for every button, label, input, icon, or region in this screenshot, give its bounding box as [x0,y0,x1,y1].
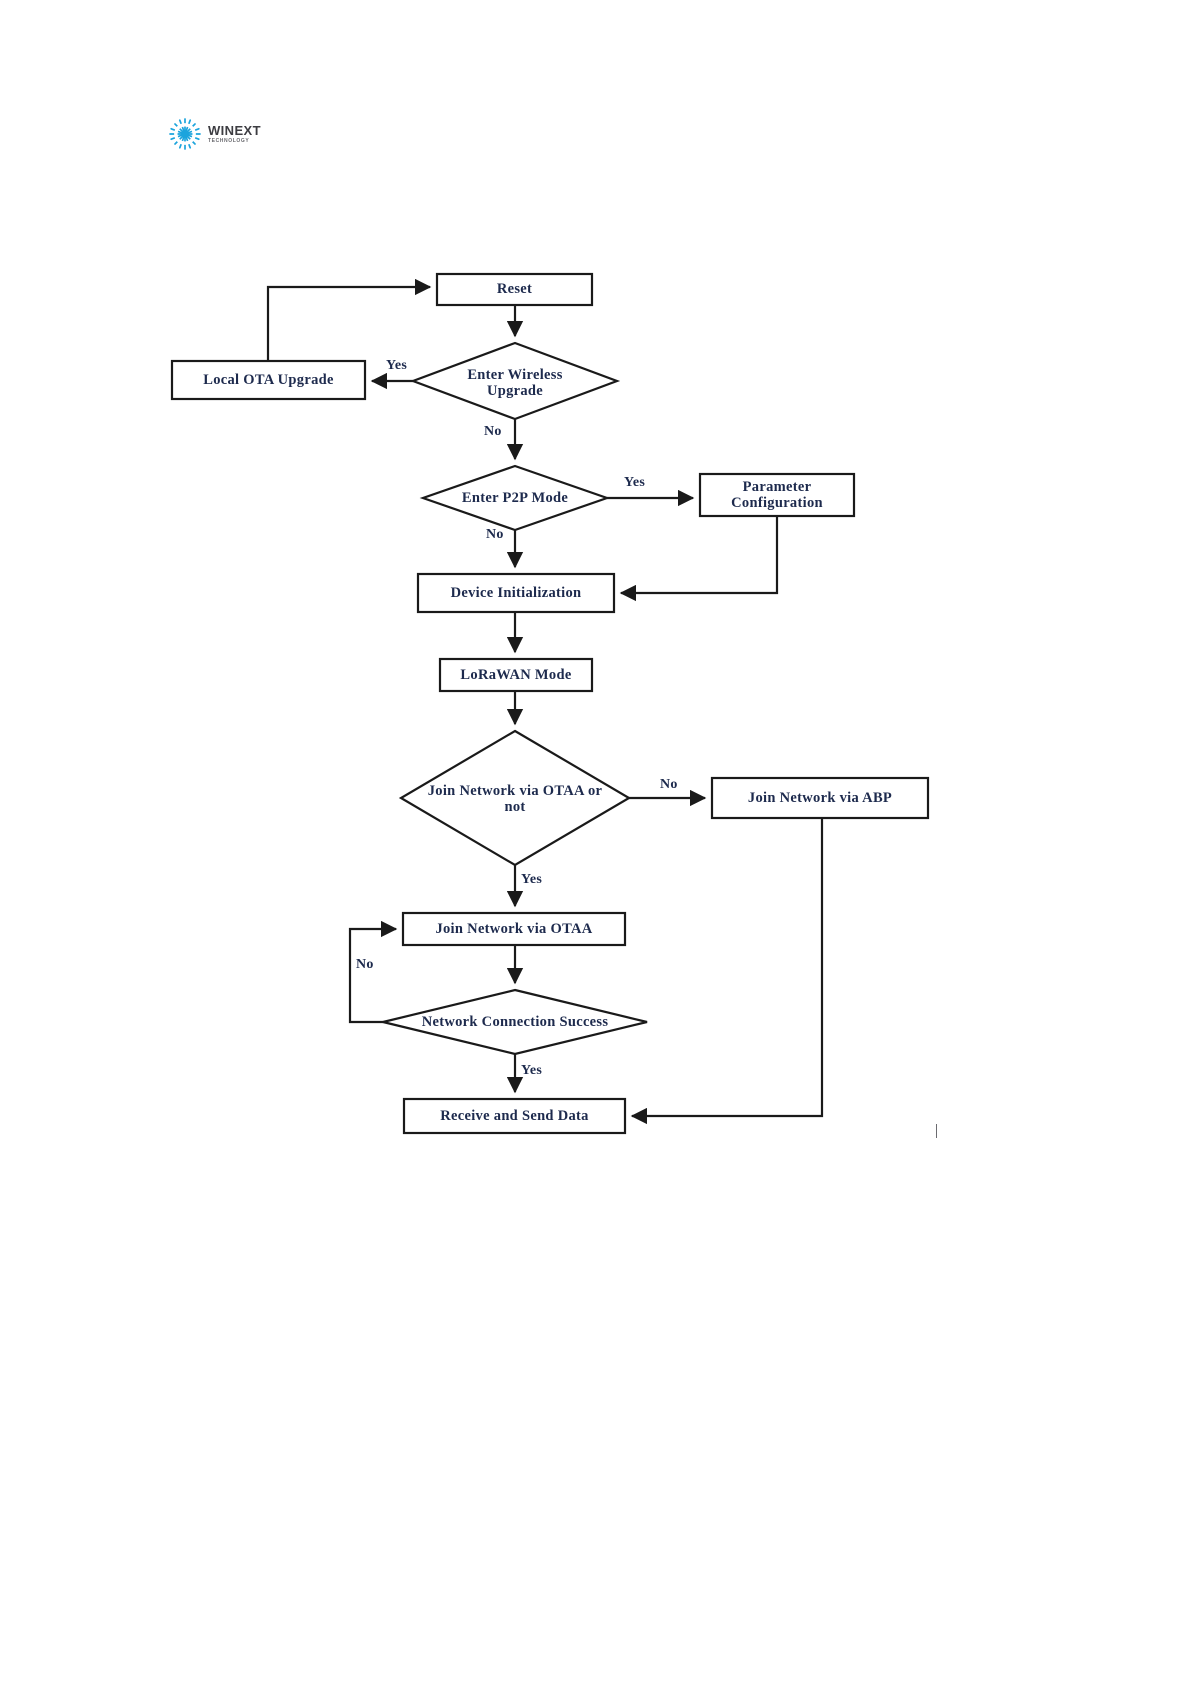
node-enter-wireless-upgrade[interactable]: Enter Wireless Upgrade [467,366,563,399]
logo-wordmark-text: WINEXT [208,123,261,138]
edge-label-conn-yes: Yes [521,1063,543,1078]
edge-label-otaa-no: No [660,777,678,792]
edge-label-wireless-no: No [484,424,502,439]
winext-wordmark: WINEXT TECHNOLOGY [208,124,261,144]
node-join-network-via-abp[interactable]: Join Network via ABP [747,789,893,806]
node-join-network-via-otaa-or-not[interactable]: Join Network via OTAA or not [427,782,603,815]
node-reset[interactable]: Reset [496,281,533,298]
edge-label-p2p-yes: Yes [624,475,646,490]
node-enter-p2p-mode[interactable]: Enter P2P Mode [461,489,569,506]
edge-label-wireless-yes: Yes [386,358,408,373]
node-parameter-configuration[interactable]: Parameter Configuration [731,478,823,511]
winext-logo: WINEXT TECHNOLOGY [168,112,276,156]
edge-label-otaa-yes: Yes [521,872,543,887]
edge-label-p2p-no: No [486,527,504,542]
winext-starburst-icon [168,117,202,151]
node-join-network-via-otaa[interactable]: Join Network via OTAA [435,920,593,937]
node-receive-and-send-data[interactable]: Receive and Send Data [440,1107,589,1124]
logo-tagline-text: TECHNOLOGY [208,138,250,144]
node-network-connection-success[interactable]: Network Connection Success [421,1013,609,1030]
node-lorawan-mode[interactable]: LoRaWAN Mode [460,666,572,683]
node-device-initialization[interactable]: Device Initialization [450,584,582,601]
edge-label-conn-no: No [356,957,374,972]
node-local-ota-upgrade[interactable]: Local OTA Upgrade [203,371,334,388]
margin-tick-mark [936,1124,937,1138]
